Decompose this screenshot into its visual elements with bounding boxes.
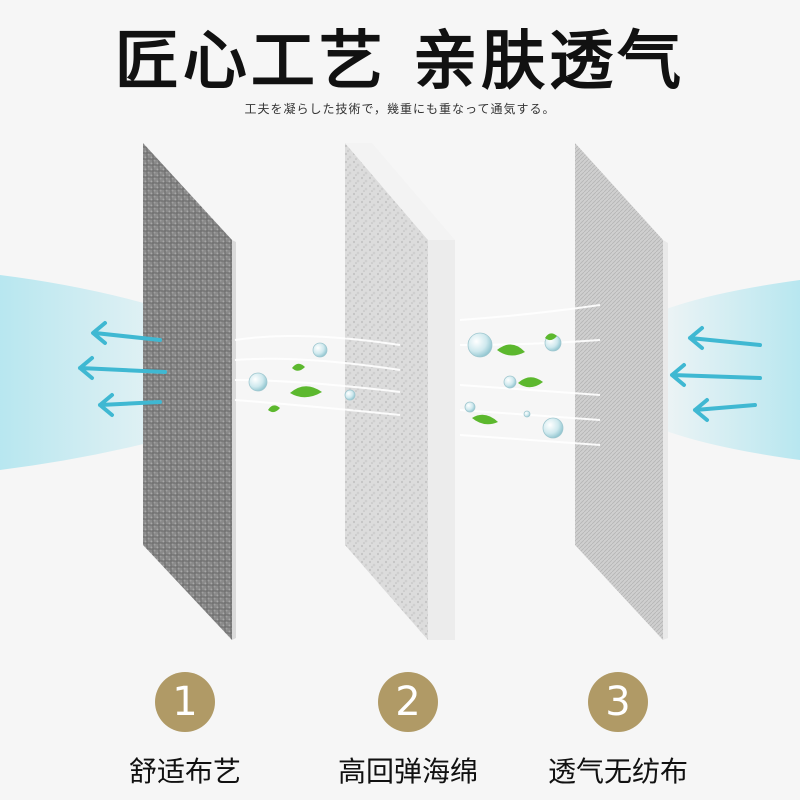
nonwoven-layer xyxy=(575,143,668,640)
step-label: 高回弹海绵 xyxy=(337,755,478,788)
airflow-arrow-icon xyxy=(78,321,167,417)
step-label: 舒适布艺 xyxy=(128,755,241,788)
step-number-badge: 2 xyxy=(378,672,438,732)
step-label: 透气无纺布 xyxy=(547,755,688,788)
layer-step-2: 2 高回弹海绵 xyxy=(318,672,498,790)
page-subtitle: 工夫を凝らした技術で，幾重にも重なって通気する。 xyxy=(244,102,556,116)
step-number-badge: 1 xyxy=(155,672,215,732)
step-number-badge: 3 xyxy=(588,672,648,732)
layer-illustration xyxy=(0,143,800,640)
layer-step-1: 1 舒适布艺 xyxy=(95,672,275,790)
page-title: 匠心工艺 亲肤透气 xyxy=(114,25,686,99)
sponge-layer xyxy=(345,143,455,640)
airflow-arrow-icon xyxy=(670,326,762,422)
layer-step-3: 3 透气无纺布 xyxy=(528,672,708,790)
leaf-icon xyxy=(268,333,557,425)
fabric-layer xyxy=(143,143,236,640)
